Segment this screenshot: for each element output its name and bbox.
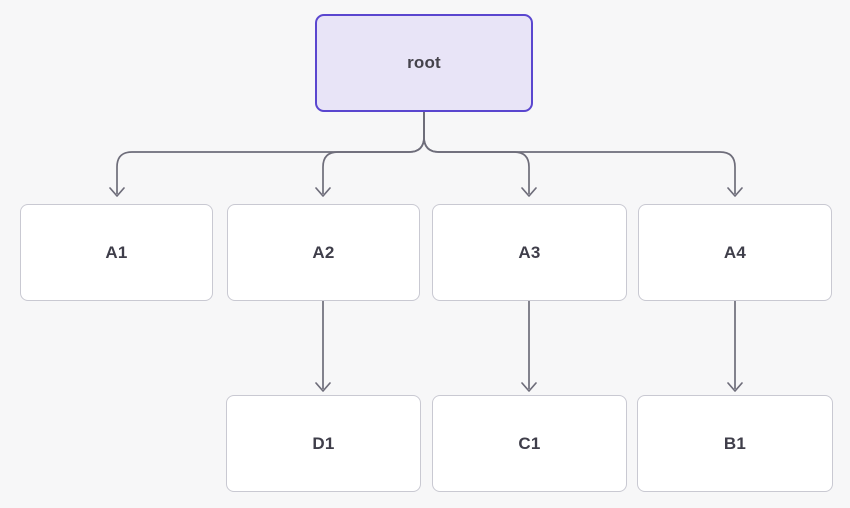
node-b1[interactable]: B1 <box>637 395 833 492</box>
node-a3[interactable]: A3 <box>432 204 627 301</box>
node-root-label: root <box>407 53 441 72</box>
node-d1-label: D1 <box>312 433 335 453</box>
arrowhead-icon <box>521 382 537 392</box>
edge-a3-c1 <box>521 301 537 392</box>
arrowhead-icon <box>109 187 125 197</box>
node-a2[interactable]: A2 <box>227 204 420 301</box>
edge-root-a1 <box>109 111 425 197</box>
node-d1[interactable]: D1 <box>226 395 421 492</box>
arrowhead-icon <box>727 187 743 197</box>
node-b1-label: B1 <box>723 433 747 453</box>
node-a4-label: A4 <box>723 242 747 262</box>
node-a1[interactable]: A1 <box>20 204 213 301</box>
edge-root-a2 <box>315 111 425 197</box>
arrowhead-icon <box>315 382 331 392</box>
node-a1-label: A1 <box>105 242 128 262</box>
arrowhead-icon <box>727 382 743 392</box>
node-a3-label: A3 <box>518 242 541 262</box>
edge-a4-b1 <box>727 301 743 392</box>
arrowhead-icon <box>315 187 331 197</box>
node-a4[interactable]: A4 <box>638 204 832 301</box>
arrowhead-icon <box>521 187 537 197</box>
edge-root-a3 <box>423 111 537 197</box>
node-c1-label: C1 <box>518 433 541 453</box>
node-root[interactable]: root <box>315 14 533 112</box>
edge-root-a4 <box>423 111 743 197</box>
node-c1[interactable]: C1 <box>432 395 627 492</box>
edge-a2-d1 <box>315 301 331 392</box>
node-a2-label: A2 <box>312 242 335 262</box>
